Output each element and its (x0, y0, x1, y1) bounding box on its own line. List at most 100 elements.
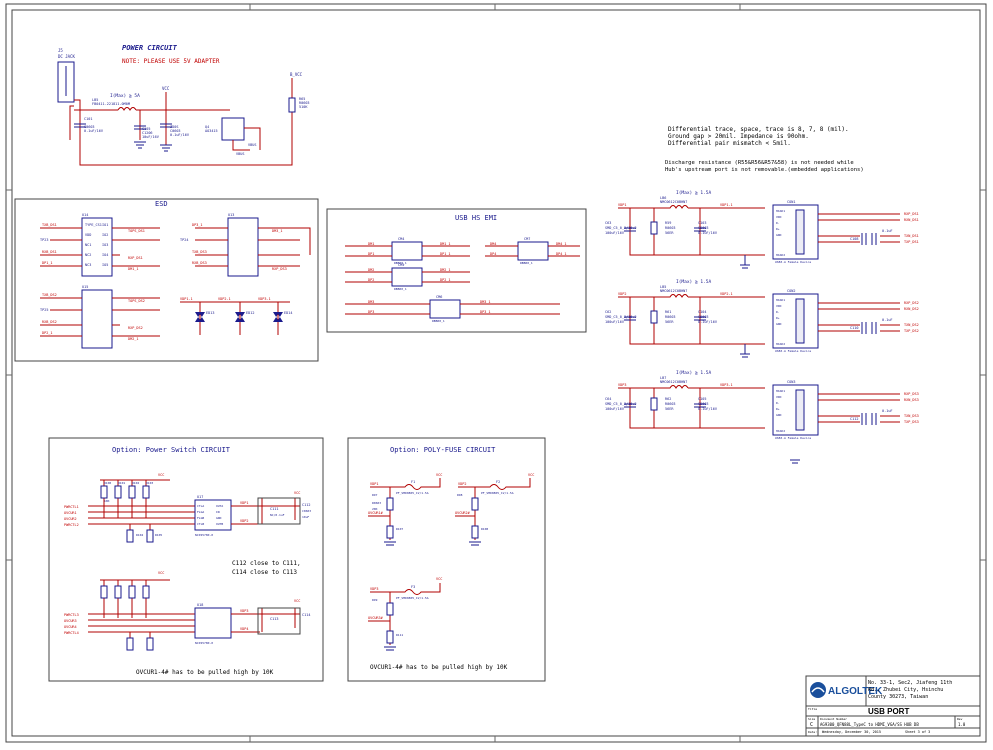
conn-pin: GND (776, 413, 782, 417)
esd-net: TP25 (40, 308, 48, 312)
size-label: Size (808, 717, 815, 721)
emi-title: USB HS EMI (455, 214, 497, 222)
esd-net: RXB_DS2 (42, 320, 57, 324)
emi-net: DP3 (368, 310, 374, 314)
conn-pin: D+ (776, 316, 780, 320)
sheet-title: USB PORT (868, 707, 909, 716)
port-vbus: VDP3 (618, 383, 626, 387)
res-ref: R101 (118, 481, 125, 485)
port-vout: VDP3-1 (720, 383, 733, 387)
esd-title: ESD (155, 200, 168, 208)
usb-port-1: I(Max) ≧ 1.5A LB6 NMC0612C0BHN7 VDP1 VDP… (605, 190, 919, 269)
title-block: ALGOLTEK No. 33-1, Sec2, Jiafeng 11th Rd… (805, 675, 981, 737)
fuse-ref: F1 (411, 480, 415, 484)
company-name: ALGOLTEK (828, 686, 883, 697)
pswitch-out: VDP1 (240, 501, 248, 505)
pswitch-frame (48, 437, 324, 682)
conn-pin: VDD (776, 215, 782, 219)
u14-pin: IO3 (102, 243, 108, 247)
esd-net: DP2_1 (42, 331, 53, 335)
res-ref: R102 (132, 481, 139, 485)
fuse-ref: F3 (411, 585, 415, 589)
ovcur-net: OVCUR1# (368, 511, 384, 515)
cap-ref: C113 (270, 617, 278, 621)
port-cap-ref: C63 (605, 221, 611, 225)
port-vout: VDP2-1 (720, 292, 733, 296)
emi-net: DP1 (368, 252, 374, 256)
power-switch-ic-1 (194, 499, 232, 531)
port-cap-part: SMD_C5_0_3/16.2 (605, 226, 637, 230)
usb-port-2: I(Max) ≧ 1.5A LB5 NMC0612C0BHN7 VDP2 VDP… (605, 279, 919, 358)
port-net: RXN_DS2 (904, 307, 919, 311)
port-vout: VDP1-1 (720, 203, 733, 207)
ic-pin: OUTA (216, 504, 223, 508)
usb-hs-emi-block: USB HS EMI CM4 CM5 CM6 CM7 DM1 DP1 DM2 D… (326, 208, 587, 333)
esd-ic-u15 (81, 289, 113, 349)
vcc-label: VCC (528, 473, 534, 477)
ic-pin: OUTB (216, 522, 223, 526)
u14-pin: IO2 (102, 233, 108, 237)
zd-part: C0603 (170, 129, 181, 133)
algoltek-logo-icon: ALGOLTEK (810, 682, 883, 698)
c105-val: 10uF/16V (142, 135, 160, 139)
res-val: 20K (372, 507, 378, 511)
emi-net: DM4_1 (556, 242, 567, 246)
port-res-val: 56ER (665, 320, 674, 324)
ac-cap-val: 0.1uF (882, 409, 893, 413)
conn-pin: D- (776, 401, 780, 405)
date-value: Wednesday, December 30, 2015 (822, 730, 881, 734)
conn-pin: GND (776, 233, 782, 237)
vcc-label: VCC (162, 86, 170, 91)
emi-net: DM2 (368, 268, 374, 272)
vcc-label: VCC (158, 473, 164, 477)
ac-cap-val: 0.1uF (882, 318, 893, 322)
pswitch-out: VDP2 (240, 519, 248, 523)
note-line-5: Hub's upstream port is not removable.(em… (665, 167, 864, 173)
port-c-ref: C105 (698, 397, 706, 401)
res-ref: R111 (396, 633, 403, 637)
port-net: RXP_DS1 (904, 212, 919, 216)
port-cap-ref: C62 (605, 310, 611, 314)
conn-pin: HASD1 (776, 209, 785, 213)
tvs-diodes: VDP1-1 VDP2-1 VDP3-1 ED13 ED12 ED14 (180, 297, 292, 335)
ac-cap-ref: C110 (850, 326, 858, 330)
emi-net: DM1_1 (440, 242, 451, 246)
fuse-in-net: VDP1 (370, 482, 378, 486)
port-conn-name: USB3-A Female Device (775, 349, 811, 353)
fuse-in-net: VDP3 (370, 587, 378, 591)
port-net: TXN_DS2 (904, 323, 919, 327)
u14-pin: NC3 (85, 263, 91, 267)
res-ref: R100 (104, 481, 111, 485)
emi-net: DP3_1 (480, 310, 491, 314)
vcc-label: VCC (436, 473, 442, 477)
choke-part: RBB00_1 (394, 287, 407, 291)
bvcc-label: B_VCC (290, 72, 303, 77)
tvs-net: VDP2-1 (218, 297, 231, 301)
sheet-frame (5, 3, 987, 743)
choke-cm5 (391, 267, 423, 287)
conn-pin: VDD (776, 304, 782, 308)
esd-net: TP23 (40, 238, 48, 242)
port-net: TXP_DS1 (904, 240, 919, 244)
vcc-label: VCC (294, 491, 300, 495)
pswitch-out: VDP3 (240, 609, 248, 613)
esd-net: TXB_DS3 (192, 250, 207, 254)
esd-net: DP1_1 (42, 261, 53, 265)
emi-net: DP4 (490, 252, 496, 256)
pswitch-note-2: C114 close to C113 (232, 569, 297, 576)
res-ref: R98 (457, 493, 463, 497)
pswitch-net: PWRCTL3 (64, 613, 79, 617)
port-bead-part: NMC0612C0BHN7 (660, 200, 687, 204)
doc-number: AG9300_QFN88L_TypeC to HDMI_VGA/SS HUB D… (820, 722, 919, 727)
cap-val: C0603 (302, 509, 311, 513)
choke-part: RBB00_1 (432, 319, 445, 323)
port-cap-val: 100uF/16V (605, 320, 625, 324)
port-res-val: 56ER (665, 407, 674, 411)
power-note: NOTE: PLEASE USE 5V ADAPTER (122, 58, 220, 65)
note-line-1: Differential trace, space, trace is 8, 7… (668, 126, 849, 133)
port-conn-ref: CON2 (787, 289, 795, 293)
u14-pin: TYPE_CS1 (85, 223, 102, 227)
port-net: RXN_DS3 (904, 398, 919, 402)
port-imax: I(Max) ≧ 1.5A (676, 370, 712, 376)
u14-pin: IO4 (102, 253, 108, 257)
